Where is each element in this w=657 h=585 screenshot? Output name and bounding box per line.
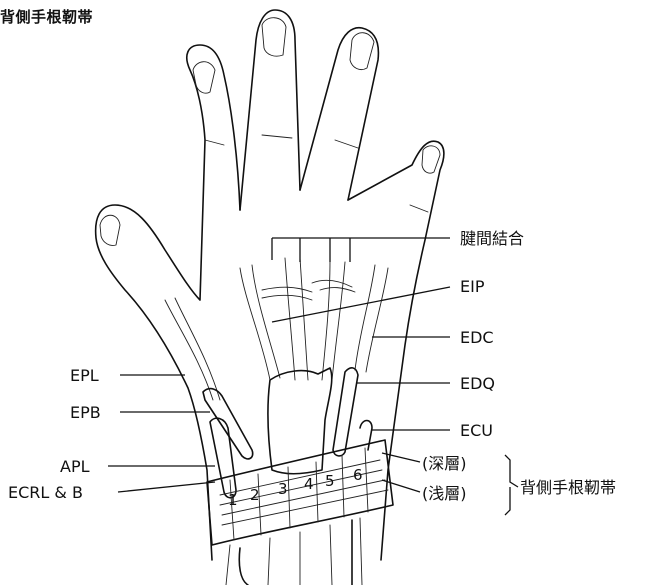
tendons — [165, 258, 388, 498]
compartment-4: 4 — [304, 475, 314, 493]
compartment-3: 3 — [278, 480, 288, 498]
forearm-lines — [226, 518, 362, 585]
compartment-5: 5 — [325, 472, 335, 490]
label-apl: APL — [60, 457, 90, 476]
label-eip: EIP — [460, 277, 485, 296]
label-edq: EDQ — [460, 374, 495, 393]
label-shallow: (浅層) — [422, 484, 467, 503]
label-deep: (深層) — [422, 454, 467, 473]
label-ecrl: ECRL & B — [8, 483, 83, 502]
leader-lines-left — [108, 375, 215, 492]
label-retinaculum: 背側手根靭帯 — [520, 478, 616, 497]
label-kenkan: 腱間結合 — [460, 229, 524, 248]
hand-outline — [96, 10, 444, 560]
label-epb: EPB — [70, 403, 101, 422]
compartment-6: 6 — [353, 466, 363, 484]
label-edc: EDC — [460, 328, 494, 347]
label-epl: EPL — [70, 366, 99, 385]
compartment-2: 2 — [250, 486, 260, 504]
compartment-1: 1 — [228, 491, 238, 509]
label-ecu: ECU — [460, 421, 493, 440]
